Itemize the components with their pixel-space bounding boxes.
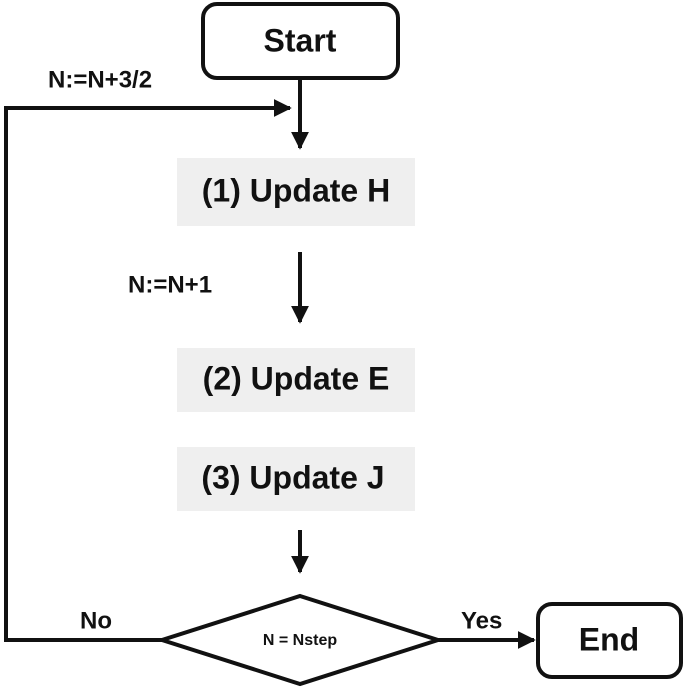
update-h-node	[177, 158, 415, 226]
start-label: Start	[264, 22, 337, 58]
update-e-label: (2) Update E	[203, 360, 390, 396]
yes-label: Yes	[461, 607, 502, 634]
update-j-label: (3) Update J	[201, 459, 384, 495]
update-e-node	[177, 348, 415, 412]
update-h-label: (1) Update H	[202, 172, 390, 208]
start-node	[201, 2, 400, 80]
update-j-node	[177, 447, 415, 511]
end-label: End	[579, 621, 639, 657]
loop-label: N:=N+3/2	[48, 66, 152, 93]
end-node	[536, 602, 683, 679]
no-label: No	[80, 607, 112, 634]
loop-back-edge	[4, 99, 292, 642]
half-step-label: N:=N+1	[128, 271, 212, 298]
decision-label: N = Nstep	[263, 632, 337, 649]
decision-node	[155, 593, 445, 687]
